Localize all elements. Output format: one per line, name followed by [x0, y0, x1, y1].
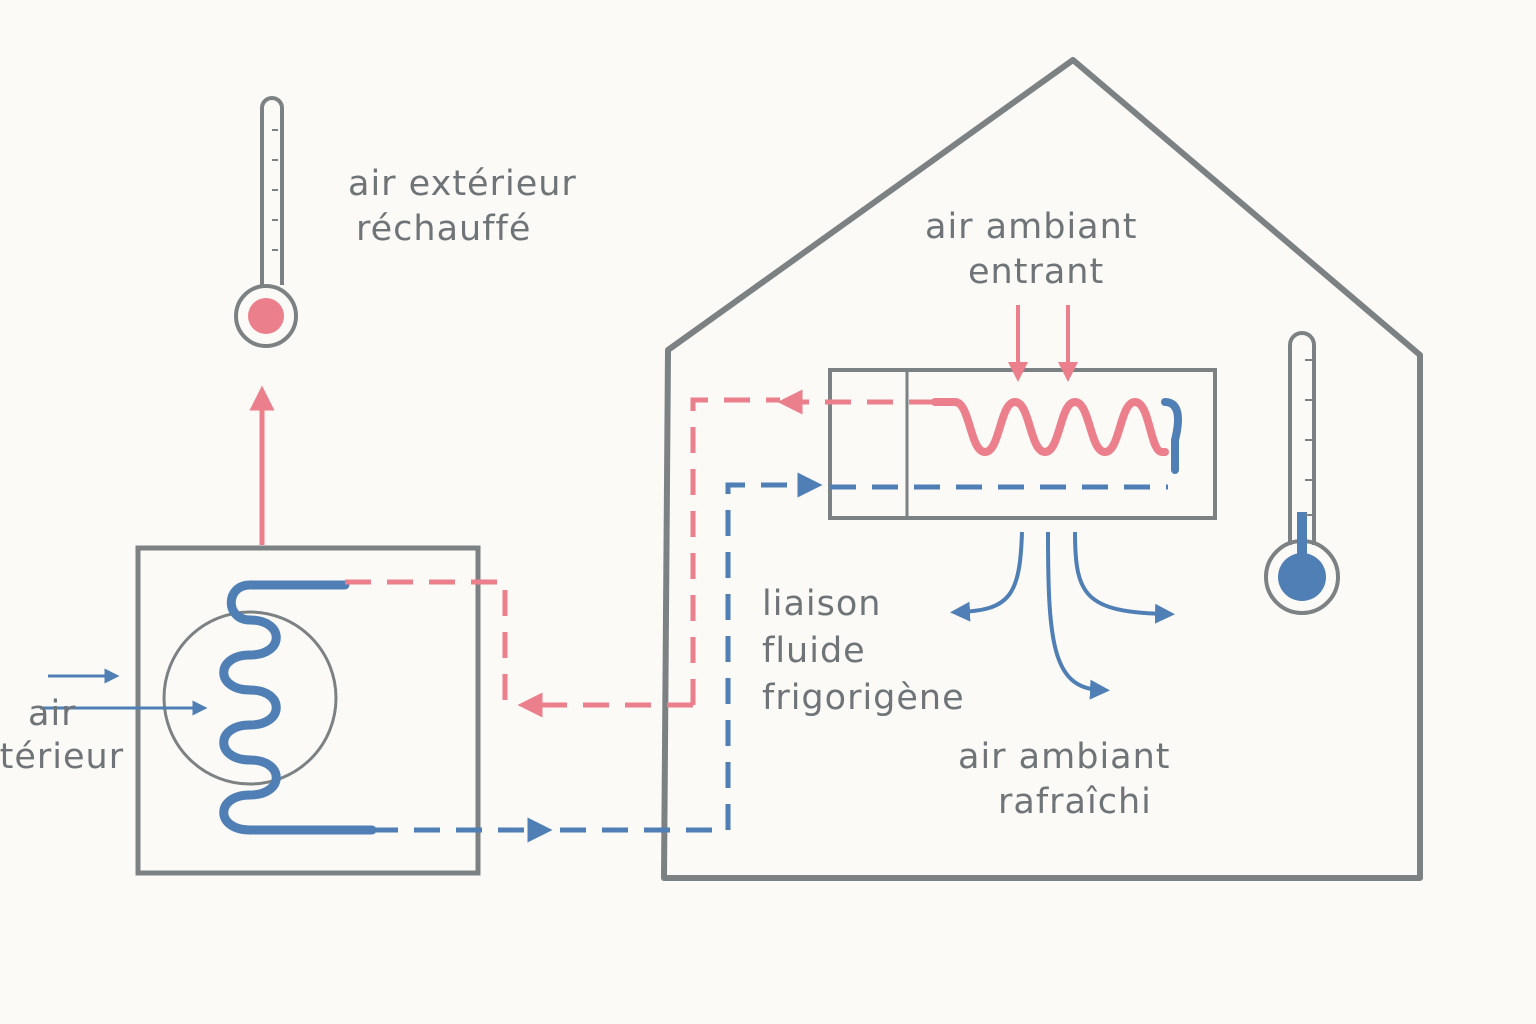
outdoor-thermometer-icon [234, 96, 298, 348]
indoor-unit-coil-cold-end [1161, 398, 1182, 474]
label-indoor-out-2: rafraîchi [998, 782, 1152, 822]
refrigerant-line-warm-outdoor [345, 579, 508, 705]
label-exterior-in-1: air [28, 694, 77, 734]
indoor-thermometer-icon [1264, 331, 1340, 615]
label-indoor-in-1: air ambiant [925, 207, 1138, 247]
cooled-air-arrow-right [1073, 531, 1175, 624]
label-fluid-2: fluide [762, 631, 866, 671]
house-outline [661, 57, 1423, 881]
outdoor-unit-fan-circle [162, 610, 338, 786]
cooled-air-arrow-center [1046, 531, 1110, 700]
outdoor-unit-box [135, 545, 481, 876]
outdoor-unit-coil [219, 580, 377, 835]
label-exterior-warm-2: réchauffé [356, 209, 531, 249]
label-fluid-3: frigorigène [762, 678, 965, 718]
label-exterior-in-2: extérieur [0, 737, 124, 777]
label-exterior-warm-1: air extérieur [348, 164, 577, 204]
refrigerant-line-cold-link [560, 472, 823, 833]
refrigerant-line-warm-vertical [690, 397, 780, 705]
label-fluid-1: liaison [762, 584, 881, 624]
cooled-air-arrow-left [950, 531, 1024, 622]
label-indoor-out-1: air ambiant [958, 737, 1171, 777]
label-indoor-in-2: entrant [968, 252, 1104, 292]
indoor-unit-coil [931, 398, 1169, 456]
